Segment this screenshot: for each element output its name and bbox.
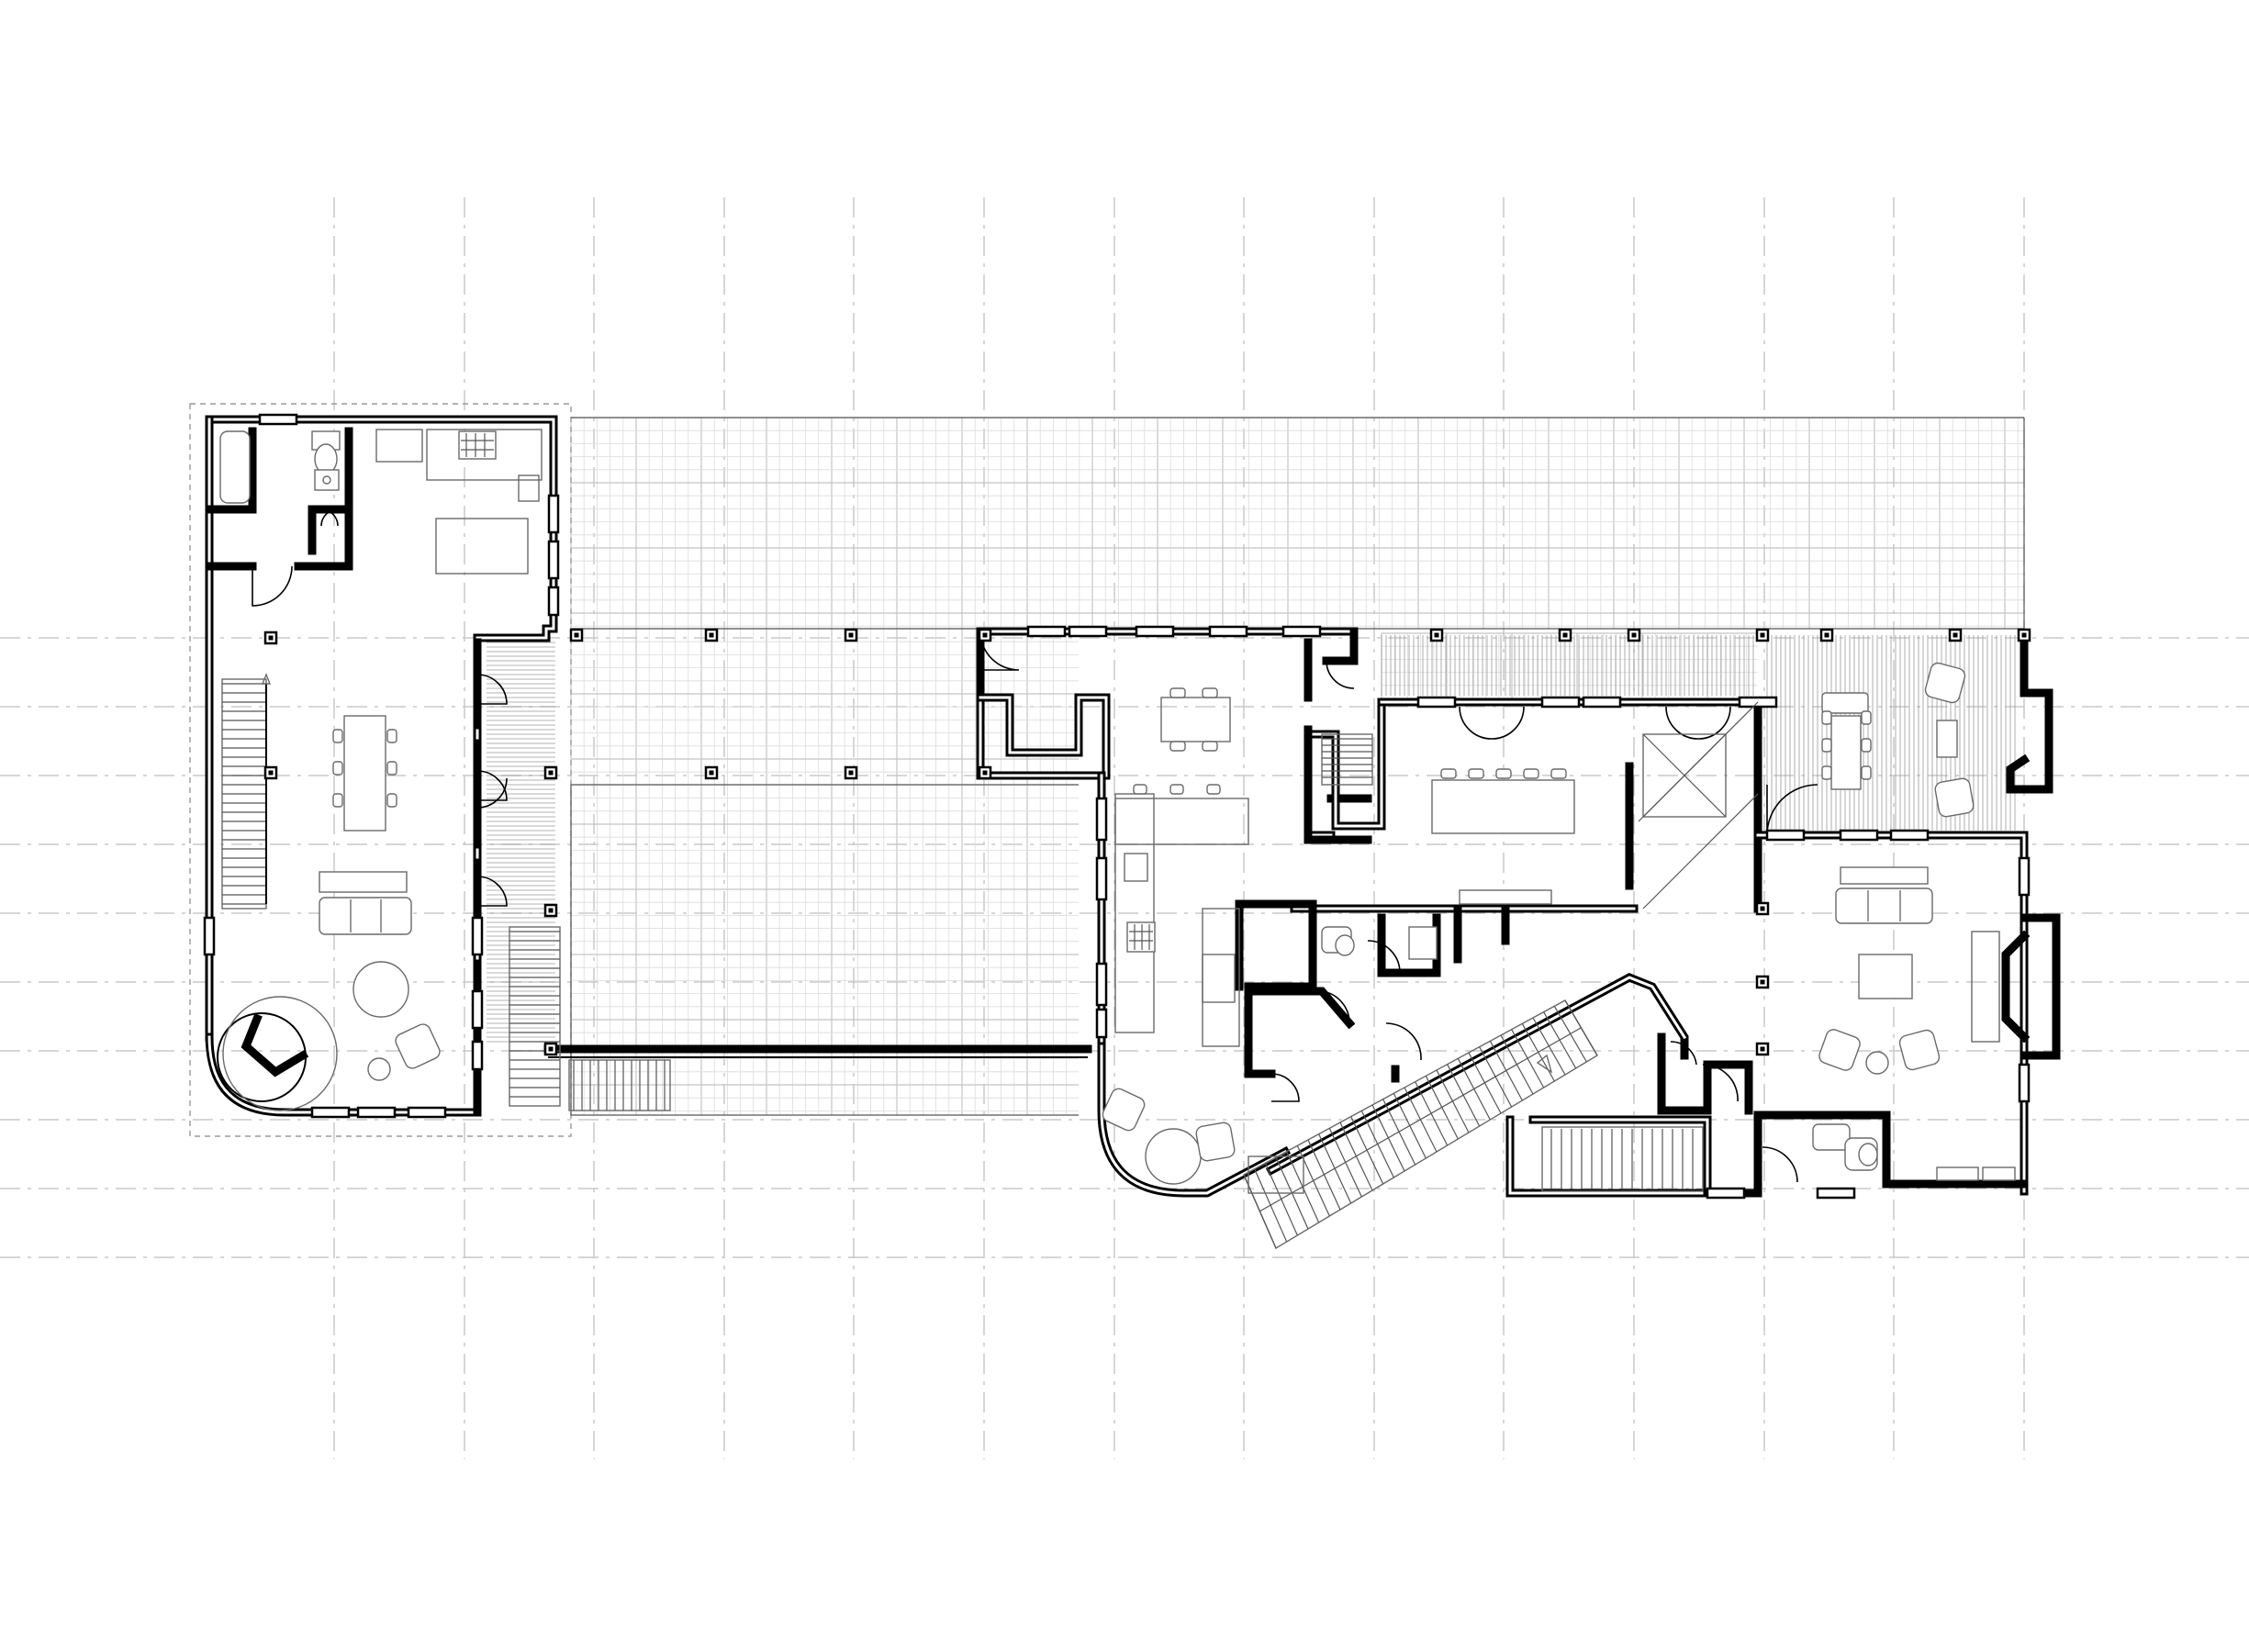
sofa-left (319, 871, 412, 935)
terrace-paving-grid (487, 417, 2024, 1115)
column-core (1434, 632, 1439, 638)
kitchen-sink (518, 474, 540, 502)
spiral-stair (217, 996, 338, 1111)
oven (375, 429, 423, 463)
bridge-corridor (509, 926, 1092, 1111)
column-core (548, 908, 554, 913)
oven-right (1202, 954, 1236, 1003)
armchair-icon (395, 1023, 441, 1069)
column-core (548, 1046, 554, 1052)
column-core (548, 770, 554, 776)
column-core (268, 770, 274, 776)
column-core (1952, 632, 1958, 638)
column-core (2021, 632, 2027, 638)
diagonal-stair (1243, 973, 1689, 1250)
column-core (574, 632, 579, 638)
column-core (1631, 632, 1637, 638)
stair-tread (1564, 999, 1598, 1056)
dining-table-left (332, 715, 397, 832)
kitchen-right (1114, 793, 1249, 1047)
column-core (982, 770, 988, 776)
column-core (1760, 906, 1765, 911)
column-core (1760, 1046, 1765, 1052)
windows-left-building (203, 413, 560, 1119)
bathtub (219, 430, 251, 504)
sink-icon (1124, 853, 1148, 882)
left-building (203, 413, 560, 1119)
column-core (848, 632, 854, 638)
bathroom-right (1703, 1111, 2029, 1198)
right-building (976, 625, 2061, 1250)
column-core (709, 632, 714, 638)
french-doors (1459, 701, 1759, 910)
porch-right (1766, 662, 1975, 836)
cooktop (458, 430, 497, 460)
column-core (1760, 632, 1765, 638)
dining-right (1133, 687, 1575, 905)
columns (263, 628, 2031, 1056)
lower-stair-block (1505, 1032, 1753, 1198)
arched-screen-wall (473, 638, 508, 1115)
round-table-corner (1145, 1128, 1202, 1185)
column-core (982, 632, 988, 638)
coffee-table (352, 961, 409, 1018)
column-core (1760, 979, 1765, 985)
stair-left (221, 673, 272, 910)
structural-grid (0, 197, 2249, 1459)
column-core (1824, 632, 1829, 638)
column-core (848, 770, 854, 776)
column-core (709, 770, 714, 776)
small-stair (1304, 725, 1373, 844)
column-core (1562, 632, 1568, 638)
windows-right-north (1026, 625, 2031, 1200)
column-core (268, 635, 274, 641)
living-right (1818, 866, 1941, 1075)
cooktop-right (1126, 921, 1156, 953)
